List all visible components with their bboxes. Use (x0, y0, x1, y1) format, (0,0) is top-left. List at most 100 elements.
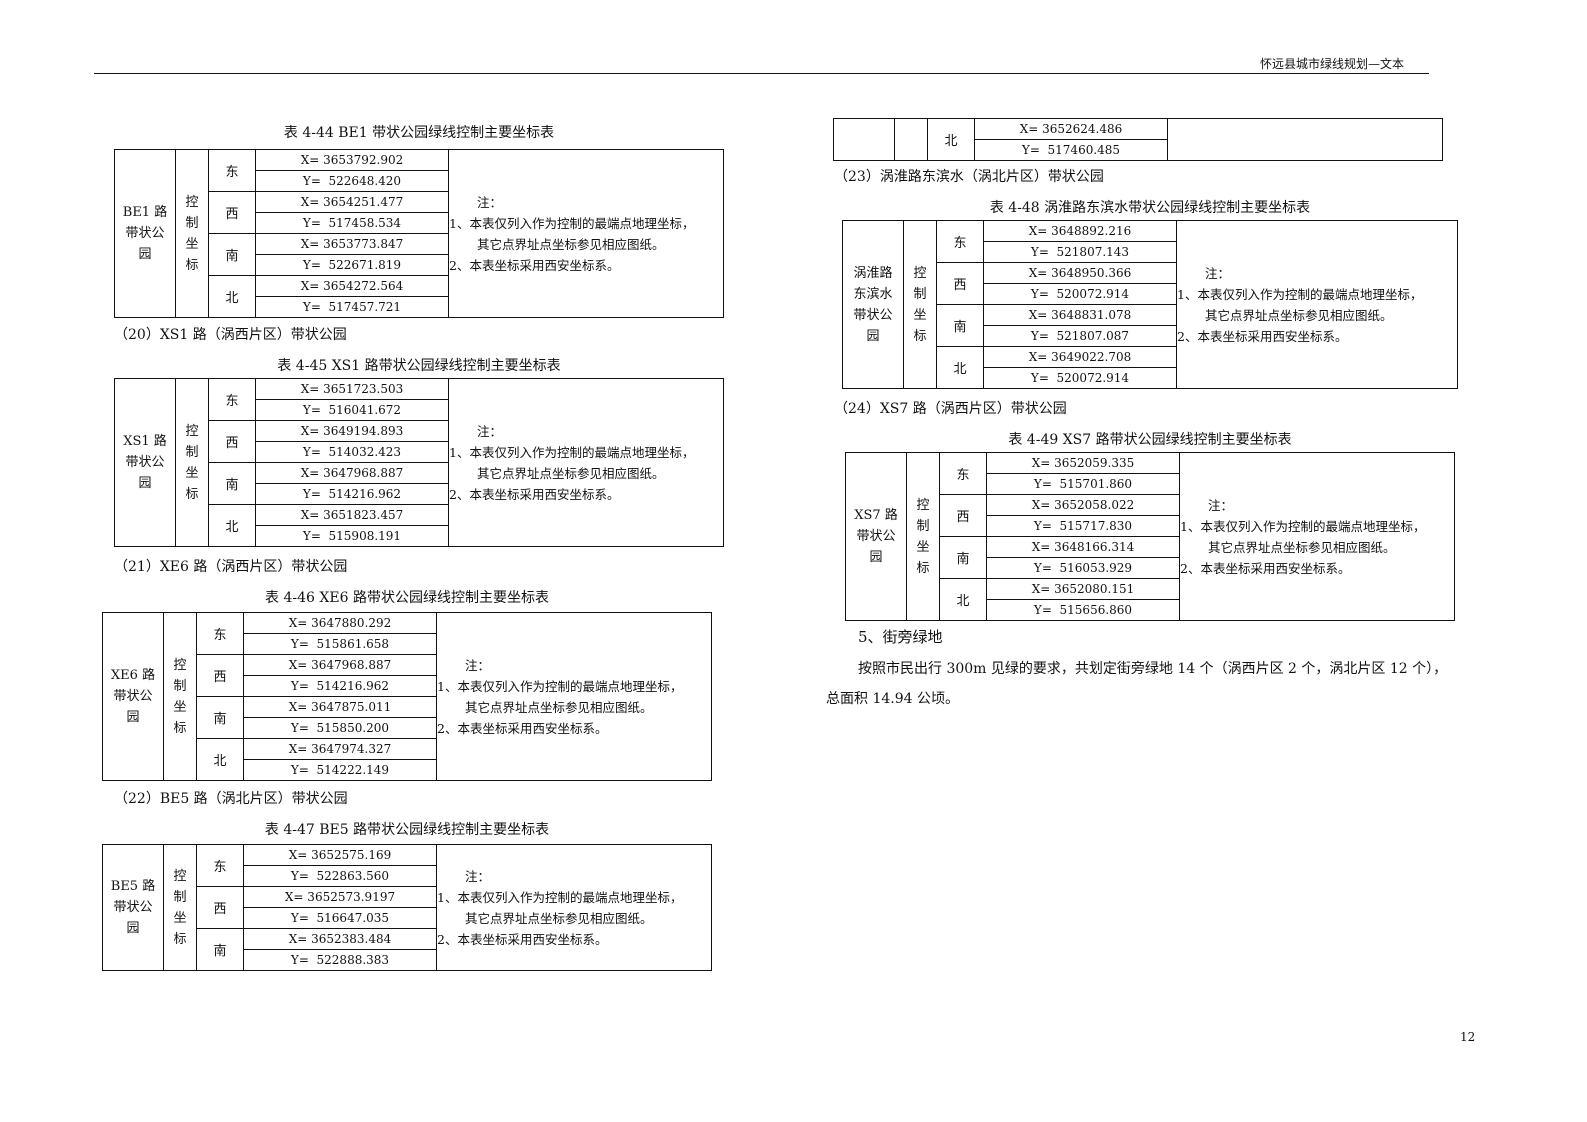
x-coordinate: X= 3647880.292 (243, 612, 437, 634)
control-coordinate-label: 控制坐标 (906, 452, 940, 621)
park-name-cell: BE5 路带状公园 (102, 844, 164, 971)
park-name-cell: 涡淮路东滨水带状公园 (842, 220, 904, 389)
control-label-char: 标 (913, 328, 927, 344)
park-name-line: 带状公 (113, 900, 153, 915)
park-name-line: 带状公 (856, 529, 896, 544)
park-name-line: 涡淮路 (853, 265, 893, 281)
control-label-char: 标 (173, 931, 187, 947)
table-caption: 表 4-44 BE1 带状公园绿线控制主要坐标表 (283, 125, 555, 141)
left-column: （21）XE6 路（涡西片区）带状公园 表 4-46 XE6 路带状公园绿线控制… (102, 556, 712, 781)
direction-cell: 西 (196, 654, 244, 697)
section-heading: （22）BE5 路（涡北片区）带状公园 (114, 791, 348, 807)
coord-row-y: Y= 521807.087 (843, 325, 1458, 347)
note-title: 注： (465, 657, 491, 673)
control-label-char: 控 (185, 194, 199, 210)
park-name-cell: XS7 路带状公园 (845, 452, 907, 621)
note-line-1: 1、本表仅列入作为控制的最端点地理坐标， (437, 889, 683, 905)
y-coordinate: Y= 515717.830 (986, 515, 1180, 537)
direction-cell: 北 (939, 578, 987, 621)
y-coordinate: Y= 522671.819 (255, 254, 449, 276)
control-coordinate-label: 控制坐标 (175, 149, 209, 318)
note-line-1: 1、本表仅列入作为控制的最端点地理坐标， (1180, 518, 1426, 534)
note-line-1: 1、本表仅列入作为控制的最端点地理坐标， (449, 215, 695, 231)
direction-cell: 南 (208, 462, 256, 505)
coord-row-y: Y= 514216.962 (103, 675, 712, 697)
park-name-line: 园 (866, 328, 880, 344)
y-coordinate: Y= 515701.860 (986, 473, 1180, 495)
direction-cell: 东 (208, 149, 256, 192)
note-line-2: 其它点界址点坐标参见相应图纸。 (465, 699, 653, 715)
y-coordinate: Y= 515908.191 (255, 525, 449, 547)
control-coordinate-label: 控制坐标 (175, 378, 209, 547)
x-coordinate: X= 3648831.078 (983, 304, 1177, 326)
control-label-char: 控 (916, 497, 930, 513)
note-line-3: 2、本表坐标采用西安坐标系。 (1180, 560, 1351, 576)
park-name-line: XS7 路 (854, 508, 898, 523)
direction-cell: 南 (208, 233, 256, 276)
note-cell (1167, 118, 1443, 161)
direction-cell: 西 (936, 262, 984, 305)
coord-row-y: Y= 522888.383 (103, 949, 712, 971)
x-coordinate: X= 3651723.503 (255, 378, 449, 400)
note-line-1: 1、本表仅列入作为控制的最端点地理坐标， (437, 678, 683, 694)
coord-row-y: Y= 520072.914 (843, 367, 1458, 389)
note-line-3: 2、本表坐标采用西安坐标系。 (449, 486, 620, 502)
note-line-2: 其它点界址点坐标参见相应图纸。 (477, 465, 665, 481)
control-label-char: 标 (185, 486, 199, 502)
y-coordinate: Y= 514032.423 (255, 441, 449, 463)
control-label-char: 制 (173, 889, 187, 905)
park-name-line: 带状公 (853, 307, 893, 323)
note-title: 注： (477, 194, 503, 210)
control-label-char: 标 (916, 560, 930, 576)
direction-cell: 东 (196, 844, 244, 887)
note-line-3: 2、本表坐标采用西安坐标系。 (449, 257, 620, 273)
park-name-line: 园 (869, 550, 883, 565)
direction-cell: 东 (936, 220, 984, 263)
x-coordinate: X= 3653773.847 (255, 233, 449, 255)
control-label-char: 坐 (185, 465, 199, 481)
coord-row-y: Y= 517458.534 (115, 212, 724, 234)
x-coordinate: X= 3649194.893 (255, 420, 449, 442)
body-paragraph: 总面积 14.94 公顷。 (826, 691, 959, 707)
x-coordinate: X= 3648950.366 (983, 262, 1177, 284)
control-label-char: 控 (185, 423, 199, 439)
direction-cell: 西 (196, 886, 244, 929)
note-line-3: 2、本表坐标采用西安坐标系。 (1177, 328, 1348, 344)
note-line-2: 其它点界址点坐标参见相应图纸。 (1205, 307, 1393, 323)
control-label-char: 坐 (916, 539, 930, 555)
note-cell: 注：1、本表仅列入作为控制的最端点地理坐标，其它点界址点坐标参见相应图纸。2、本… (448, 378, 724, 547)
x-coordinate: X= 3647968.887 (255, 462, 449, 484)
coord-row-y: Y= 514222.149 (103, 759, 712, 781)
note-title: 注： (1208, 497, 1234, 513)
control-coordinate-label: 控制坐标 (163, 612, 197, 781)
right-column: （24）XS7 路（涡西片区）带状公园 表 4-49 XS7 路带状公园绿线控制… (834, 398, 1455, 621)
header-rule (94, 73, 1429, 74)
x-coordinate: X= 3652575.169 (243, 844, 437, 866)
park-name-line: 园 (126, 921, 140, 936)
table-caption: 表 4-47 BE5 路带状公园绿线控制主要坐标表 (264, 822, 550, 838)
page-number: 12 (1460, 1030, 1476, 1044)
y-coordinate: Y= 516041.672 (255, 399, 449, 421)
x-coordinate: X= 3649022.708 (983, 346, 1177, 368)
note-line-1: 1、本表仅列入作为控制的最端点地理坐标， (1177, 286, 1423, 302)
park-name-line: 东滨水 (853, 286, 893, 302)
direction-cell: 北 (936, 346, 984, 389)
park-name-line: 园 (126, 710, 140, 725)
y-coordinate: Y= 517458.534 (255, 212, 449, 234)
control-coordinate-label: 控制坐标 (903, 220, 937, 389)
control-label-char: 坐 (173, 699, 187, 715)
park-name-line: 园 (138, 476, 152, 491)
park-name-line: BE5 路 (110, 879, 156, 894)
coord-row-y: Y= 515656.860 (846, 599, 1455, 621)
